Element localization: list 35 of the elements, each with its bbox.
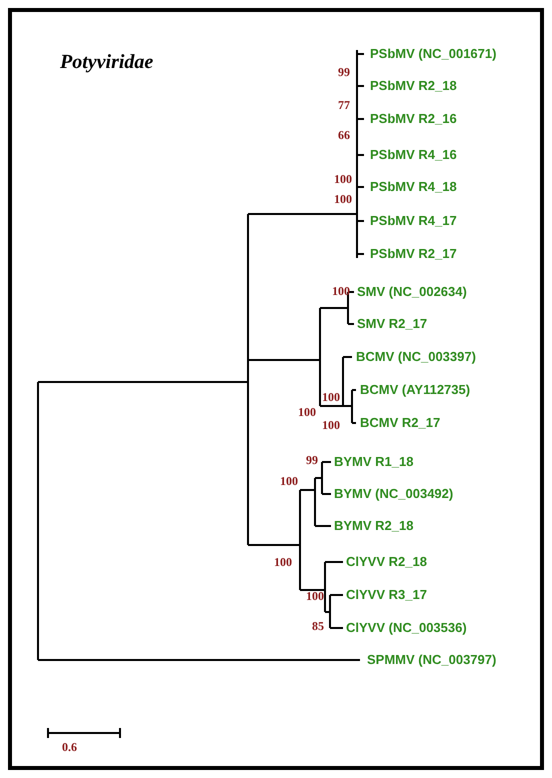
- scale-value: 0.6: [62, 740, 77, 755]
- taxon-label: PSbMV R4_16: [370, 147, 457, 162]
- taxon-label: BYMV R2_18: [334, 518, 414, 533]
- taxon-label: PSbMV R4_18: [370, 179, 457, 194]
- taxon-label: SPMMV (NC_003797): [367, 652, 496, 667]
- bootstrap-value: 100: [306, 589, 324, 604]
- taxon-label: ClYVV R2_18: [346, 554, 427, 569]
- bootstrap-value: 100: [280, 474, 298, 489]
- taxon-label: PSbMV R2_18: [370, 78, 457, 93]
- taxon-label: BYMV R1_18: [334, 454, 414, 469]
- taxon-label: BCMV R2_17: [360, 415, 440, 430]
- taxon-label: BCMV (AY112735): [360, 382, 470, 397]
- taxon-label: PSbMV R2_16: [370, 111, 457, 126]
- taxon-label: BCMV (NC_003397): [356, 349, 476, 364]
- taxon-label: ClYVV R3_17: [346, 587, 427, 602]
- bootstrap-value: 77: [338, 98, 350, 113]
- bootstrap-value: 99: [306, 453, 318, 468]
- taxon-label: PSbMV (NC_001671): [370, 46, 496, 61]
- bootstrap-value: 100: [298, 405, 316, 420]
- taxon-label: PSbMV R2_17: [370, 246, 457, 261]
- bootstrap-value: 100: [322, 418, 340, 433]
- taxon-label: BYMV (NC_003492): [334, 486, 454, 501]
- bootstrap-value: 100: [332, 284, 350, 299]
- bootstrap-value: 100: [322, 390, 340, 405]
- bootstrap-value: 99: [338, 65, 350, 80]
- bootstrap-value: 100: [334, 172, 352, 187]
- taxon-label: PSbMV R4_17: [370, 213, 457, 228]
- taxon-label: SMV (NC_002634): [357, 284, 467, 299]
- bootstrap-value: 85: [312, 619, 324, 634]
- taxon-label: SMV R2_17: [357, 316, 428, 331]
- bootstrap-value: 100: [334, 192, 352, 207]
- bootstrap-value: 66: [338, 128, 350, 143]
- taxon-label: ClYVV (NC_003536): [346, 620, 467, 635]
- title: Potyviridae: [60, 50, 154, 74]
- bootstrap-value: 100: [274, 555, 292, 570]
